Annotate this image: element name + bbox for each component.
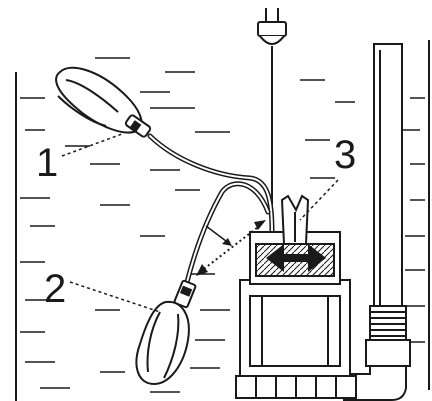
- pump-body: [235, 231, 357, 399]
- float-cable-lower-inner: [185, 182, 269, 287]
- distance-arrow: [196, 220, 266, 276]
- label-adjust: 3: [334, 133, 356, 177]
- float-switch-lower: [135, 279, 197, 386]
- water-lines: [20, 57, 425, 393]
- label-float-lower: 2: [44, 267, 66, 311]
- adjust-arrow: [266, 244, 326, 272]
- power-plug: [257, 8, 287, 60]
- pump-level-adjuster: [280, 194, 310, 245]
- leader-lines: [61, 133, 339, 313]
- label-float-upper: 1: [36, 141, 58, 185]
- outlet-pipe: [343, 43, 411, 401]
- float-cable-upper-inner: [149, 135, 273, 233]
- float-switch-upper: [55, 66, 152, 138]
